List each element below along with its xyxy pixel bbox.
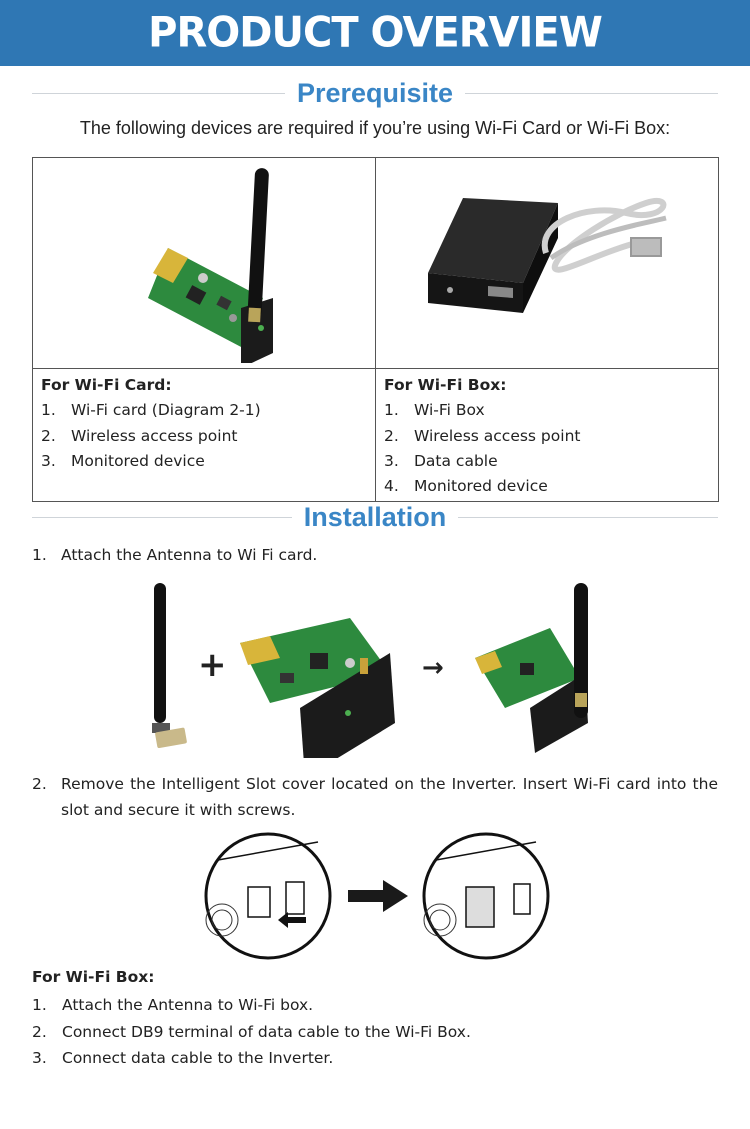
wifi-card-list: 1. Wi-Fi card (Diagram 2-1) 2. Wireless ac… <box>41 398 367 474</box>
divider <box>32 517 292 518</box>
list-item: 1. Attach the Antenna to Wi-Fi box. <box>32 992 718 1019</box>
antenna-assembly-diagram: + → <box>152 583 588 758</box>
wifi-box-image <box>428 198 667 313</box>
wifi-card-image <box>148 168 273 368</box>
item-text: Wi-Fi card (Diagram 2-1) <box>71 401 261 420</box>
slot-insertion-diagram <box>204 832 550 960</box>
list-item: 3. Connect data cable to the Inverter. <box>32 1045 718 1072</box>
step-text: Connect data cable to the Inverter. <box>62 1049 334 1067</box>
step-number: 2. <box>32 775 47 793</box>
header-banner: PRODUCT OVERVIEW <box>0 0 750 66</box>
installation-heading-row: Installation <box>32 502 719 533</box>
step-text: Attach the Antenna to Wi-Fi box. <box>62 996 314 1014</box>
prerequisite-intro: The following devices are required if yo… <box>79 118 671 138</box>
wifi-box-list: 1. Wi-Fi Box 2. Wireless access point 3. Da… <box>384 398 710 499</box>
list-item: 2. Wireless access point <box>41 424 367 449</box>
wifi-card-image-cell <box>32 157 376 369</box>
wifi-box-install-list: 1. Attach the Antenna to Wi-Fi box. 2. Con… <box>32 992 718 1072</box>
arrow-symbol: → <box>422 653 444 683</box>
list-item: 3. Data cable <box>384 449 710 474</box>
wifi-card-requirements: For Wi-Fi Card: 1. Wi-Fi card (Diagram 2-… <box>32 367 376 503</box>
wifi-card-heading: For Wi-Fi Card: <box>41 376 172 394</box>
page-title: PRODUCT OVERVIEW <box>148 8 603 58</box>
item-text: Wireless access point <box>71 426 238 445</box>
step-text: Remove the Intelligent Slot cover locate… <box>61 775 718 819</box>
assembled-card-image <box>475 583 588 753</box>
prerequisite-heading: Prerequisite <box>296 78 454 108</box>
item-number: 2. <box>384 426 399 445</box>
step-number: 1. <box>32 996 47 1014</box>
prerequisite-table: For Wi-Fi Card: 1. Wi-Fi card (Diagram 2-… <box>32 157 719 503</box>
item-number: 4. <box>384 477 399 496</box>
list-item: 2. Wireless access point <box>384 424 710 449</box>
step-number: 3. <box>32 1049 47 1067</box>
prerequisite-heading-row: Prerequisite <box>32 78 719 109</box>
installation-step-1: 1. Attach the Antenna to Wi Fi card. <box>32 542 718 568</box>
arrow-right-icon <box>348 880 408 912</box>
step-text: Attach the Antenna to Wi Fi card. <box>61 546 318 564</box>
plus-symbol: + <box>198 645 227 685</box>
wifi-box-install-heading: For Wi-Fi Box: <box>32 968 155 986</box>
step-number: 1. <box>32 546 47 564</box>
item-number: 1. <box>41 401 56 420</box>
divider <box>458 517 719 518</box>
list-item: 3. Monitored device <box>41 449 367 474</box>
wifi-box-image-cell <box>375 157 719 369</box>
divider <box>465 93 719 94</box>
installation-step-2: 2. Remove the Intelligent Slot cover loc… <box>32 771 718 823</box>
item-number: 1. <box>384 401 399 420</box>
item-number: 3. <box>384 451 399 470</box>
item-text: Monitored device <box>414 477 548 496</box>
list-item: 1. Wi-Fi card (Diagram 2-1) <box>41 398 367 423</box>
step-number: 2. <box>32 1022 47 1041</box>
list-item: 1. Wi-Fi Box <box>384 398 710 423</box>
item-number: 2. <box>41 426 56 445</box>
item-text: Monitored device <box>71 451 205 470</box>
antenna-image <box>152 583 187 748</box>
item-text: Data cable <box>414 451 498 470</box>
wifi-box-heading: For Wi-Fi Box: <box>384 376 507 394</box>
list-item: 4. Monitored device <box>384 474 710 499</box>
step-text: Connect DB9 terminal of data cable to th… <box>62 1022 471 1041</box>
wifi-card-image <box>240 618 395 758</box>
list-item: 2. Connect DB9 terminal of data cable to … <box>32 1019 718 1046</box>
installation-heading: Installation <box>303 502 447 532</box>
wifi-box-requirements: For Wi-Fi Box: 1. Wi-Fi Box 2. Wireless ac… <box>375 367 719 503</box>
item-text: Wireless access point <box>414 426 581 445</box>
item-number: 3. <box>41 451 56 470</box>
divider <box>32 93 285 94</box>
item-text: Wi-Fi Box <box>414 401 485 420</box>
